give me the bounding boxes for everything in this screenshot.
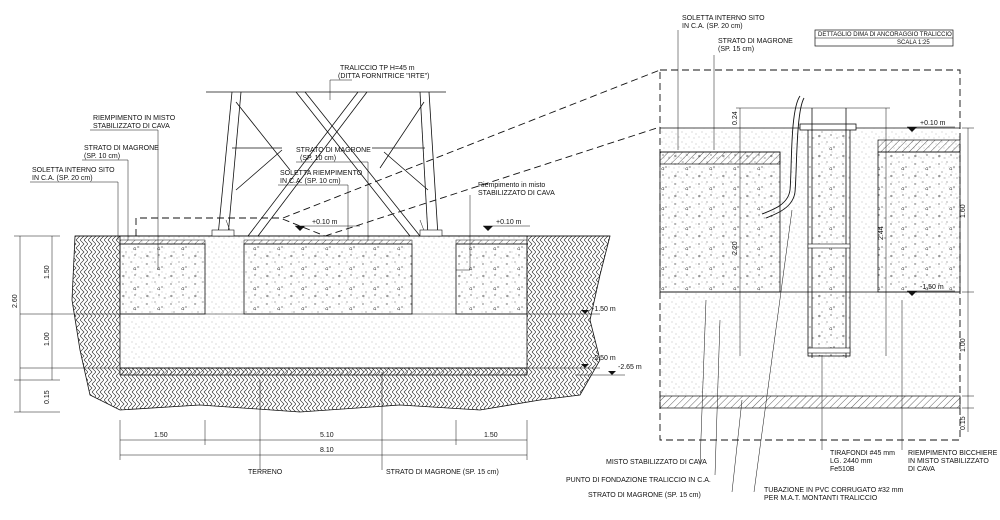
detail-label-slab-1: SOLETTA INTERNO SITO — [682, 15, 765, 22]
label-fill-right-1: Riempimento in misto — [478, 182, 545, 189]
svg-text:1.50: 1.50 — [44, 265, 51, 279]
svg-text:0.24: 0.24 — [732, 111, 739, 125]
label-fill-left-2: STABILIZZATO DI CAVA — [93, 123, 170, 130]
left-foundation-block — [119, 243, 206, 315]
left-section-view: TRALICCIO TP H=45 m (DITTA FORNITRICE "I… — [12, 65, 661, 476]
left-horizontal-dims: 1.50 5.10 1.50 8.10 — [119, 420, 528, 460]
detail-label-slab-2: IN C.A. (SP. 20 cm) — [682, 23, 743, 30]
svg-text:0.15: 0.15 — [960, 416, 967, 430]
right-internal-dims: 0.24 2.20 2.44 — [732, 107, 890, 356]
svg-text:-1.50 m: -1.50 m — [920, 284, 944, 291]
svg-text:5.10: 5.10 — [320, 432, 334, 439]
svg-text:1.50: 1.50 — [154, 432, 168, 439]
label-fill-right-2: STABILIZZATO DI CAVA — [478, 190, 555, 197]
detail-scale: SCALA 1:25 — [897, 40, 930, 46]
svg-text:8.10: 8.10 — [320, 447, 334, 454]
label-traliccio: TRALICCIO TP H=45 m — [340, 65, 415, 72]
tower-lattice — [206, 91, 446, 237]
detail-label-backfill-3: DI CAVA — [908, 466, 935, 473]
svg-text:-2.65 m: -2.65 m — [618, 364, 642, 371]
label-slab-mid-2: IN C.A. (SP. 10 cm) — [280, 178, 341, 185]
pvc-conduit — [761, 95, 801, 215]
left-levels: +0.10 m +0.10 m -1.50 m -2.50 m -2.65 m — [20, 219, 642, 376]
right-foundation-block — [455, 243, 528, 315]
right-detail-view: DETTAGLIO DIMA DI ANCORAGGIO TRALICCIO S… — [566, 15, 998, 502]
detail-label-lean-1: STRATO DI MAGRONE — [718, 38, 793, 45]
center-slab — [243, 243, 413, 315]
detail-left-block — [659, 151, 781, 293]
svg-text:2.20: 2.20 — [732, 241, 739, 255]
label-lean-mid-1: STRATO DI MAGRONE — [296, 147, 371, 154]
svg-text:+0.10 m: +0.10 m — [920, 120, 946, 127]
label-lean-left-2: (SP. 10 cm) — [84, 153, 120, 160]
svg-text:1.00: 1.00 — [44, 332, 51, 346]
detail-label-lean-bottom: STRATO DI MAGRONE (SP. 15 cm) — [588, 492, 701, 499]
detail-label-lean-2: (SP. 15 cm) — [718, 46, 754, 53]
right-vertical-dims: 1.60 1.00 0.15 — [960, 127, 974, 432]
svg-text:1.60: 1.60 — [960, 204, 967, 218]
svg-text:2.60: 2.60 — [12, 294, 19, 308]
detail-label-conduit-1: TUBAZIONE IN PVC CORRUGATO #32 mm — [764, 487, 904, 494]
detail-lean-bottom — [659, 395, 961, 409]
detail-label-backfill-2: IN MISTO STABILIZZATO — [908, 458, 989, 465]
svg-text:0.15: 0.15 — [44, 390, 51, 404]
svg-text:-2.50 m: -2.50 m — [592, 355, 616, 362]
label-fill-left-1: RIEMPIMENTO IN MISTO — [93, 115, 176, 122]
detail-title: DETTAGLIO DIMA DI ANCORAGGIO TRALICCIO — [818, 32, 952, 38]
lean-concrete-bottom — [119, 367, 528, 376]
label-lean-mid-2: (SP. 10 cm) — [300, 155, 336, 162]
svg-text:2.44: 2.44 — [878, 226, 885, 240]
right-levels: +0.10 m -1.50 m — [907, 120, 955, 296]
detail-right-block — [877, 151, 961, 293]
anchor-pier — [807, 127, 851, 357]
left-leaders — [30, 79, 471, 470]
label-lean-left-1: STRATO DI MAGRONE — [84, 145, 159, 152]
svg-text:-1.50 m: -1.50 m — [592, 306, 616, 313]
detail-label-foundation: PUNTO DI FONDAZIONE TRALICCIO IN C.A. — [566, 477, 711, 484]
label-slab-mid-1: SOLETTA RIEMPIMENTO — [280, 170, 363, 177]
label-slab-left-2: IN C.A. (SP. 20 cm) — [32, 175, 93, 182]
right-leaders — [677, 30, 903, 493]
detail-label-conduit-2: PER M.A.T. MONTANTI TRALICCIO — [764, 495, 878, 502]
svg-text:1.50: 1.50 — [484, 432, 498, 439]
left-vertical-dims: 1.50 1.00 2.60 0.15 — [12, 235, 60, 413]
label-lean-bottom: STRATO DI MAGRONE (SP. 15 cm) — [386, 469, 499, 476]
svg-text:+0.10 m: +0.10 m — [312, 219, 338, 226]
detail-label-anchor-2: LG. 2440 mm — [830, 458, 873, 465]
label-terrain: TERRENO — [248, 469, 283, 476]
detail-label-anchor-1: TIRAFONDI #45 mm — [830, 450, 895, 457]
detail-label-backfill-1: RIEMPIMENTO BICCHIERE — [908, 450, 998, 457]
svg-text:+0.10 m: +0.10 m — [496, 219, 522, 226]
detail-label-anchor-3: Fe510B — [830, 466, 855, 473]
detail-label-fill: MISTO STABILIZZATO DI CAVA — [606, 459, 707, 466]
svg-text:1.00: 1.00 — [960, 338, 967, 352]
label-traliccio-supplier: (DITTA FORNITRICE "IRTE") — [338, 73, 429, 80]
label-slab-left-1: SOLETTA INTERNO SITO — [32, 167, 115, 174]
